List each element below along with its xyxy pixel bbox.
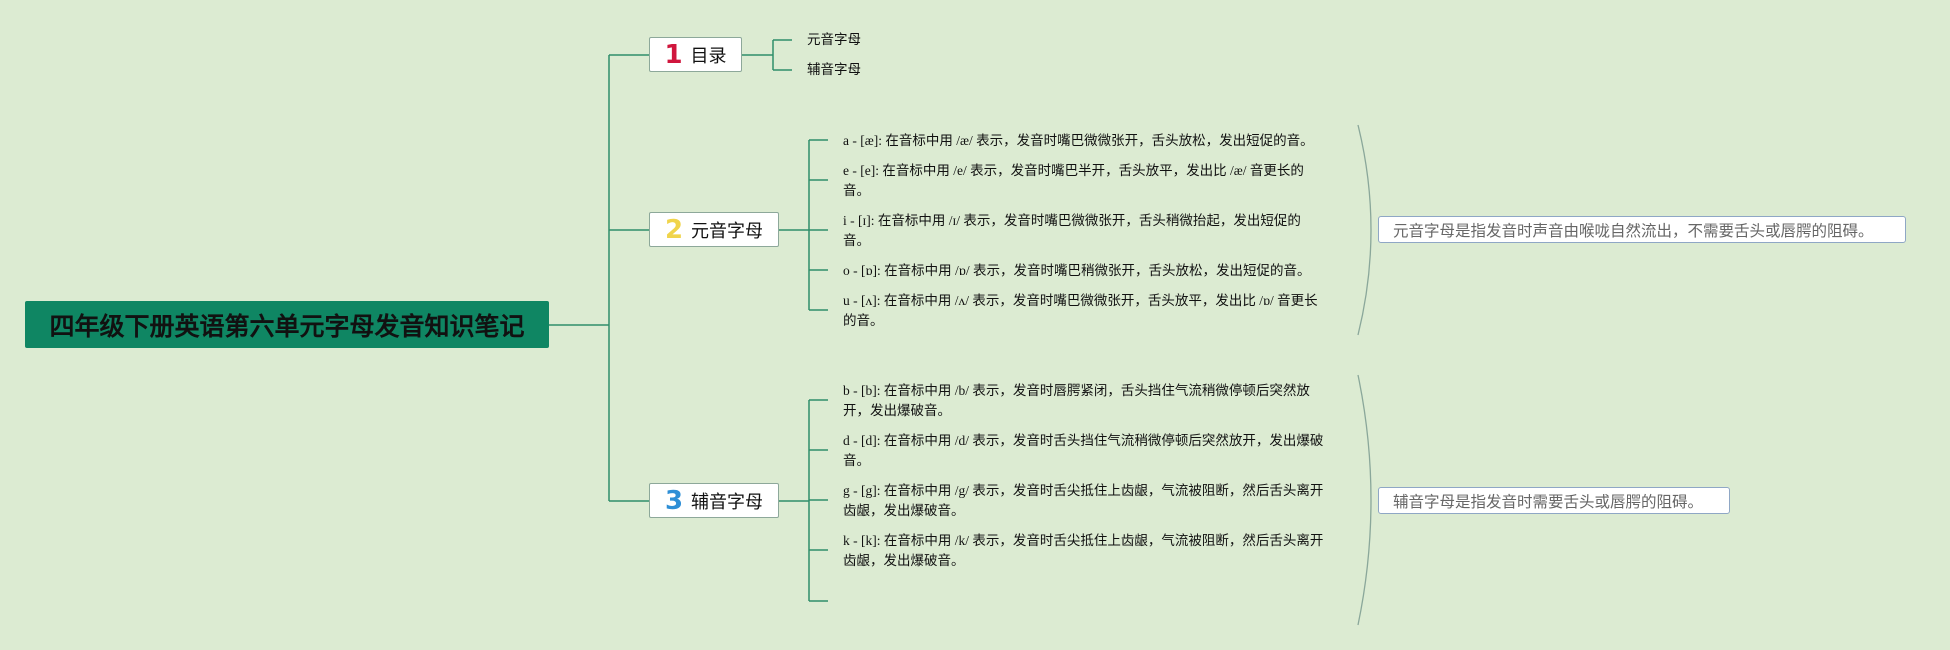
summary-consonants[interactable]: 辅音字母是指发音时需要舌头或唇腭的阻碍。: [1378, 487, 1730, 514]
branch-label: 目录: [690, 45, 727, 66]
summary-brace-vowels: [1357, 124, 1372, 336]
leaf-vowel-i[interactable]: i - [ɪ]: 在音标中用 /ɪ/ 表示，发音时嘴巴微微张开，舌头稍微抬起，发…: [843, 213, 1301, 248]
leaf-consonant-k[interactable]: k - [k]: 在音标中用 /k/ 表示，发音时舌尖抵住上齿龈，气流被阻断，然…: [843, 533, 1324, 568]
summary-vowels[interactable]: 元音字母是指发音时声音由喉咙自然流出，不需要舌头或唇腭的阻碍。: [1378, 216, 1906, 243]
summary-brace-consonants: [1357, 374, 1372, 626]
leaf-vowel-u[interactable]: u - [ʌ]: 在音标中用 /ʌ/ 表示，发音时嘴巴微微张开，舌头放平，发出比…: [843, 293, 1318, 328]
leaf-vowel-e[interactable]: e - [e]: 在音标中用 /e/ 表示，发音时嘴巴半开，舌头放平，发出比 /…: [843, 163, 1304, 198]
leaf-vowel-o[interactable]: o - [ɒ]: 在音标中用 /ɒ/ 表示，发音时嘴巴稍微张开，舌头放松，发出短…: [843, 263, 1311, 278]
leaf-contents-consonants[interactable]: 辅音字母: [807, 62, 861, 77]
leaf-consonant-d[interactable]: d - [d]: 在音标中用 /d/ 表示，发音时舌头挡住气流稍微停顿后突然放开…: [843, 433, 1324, 468]
leaf-contents-vowels[interactable]: 元音字母: [807, 32, 861, 47]
leaf-consonant-b[interactable]: b - [b]: 在音标中用 /b/ 表示，发音时唇腭紧闭，舌头挡住气流稍微停顿…: [843, 383, 1310, 418]
number-1-icon: 1: [664, 39, 683, 70]
branch-consonants[interactable]: 3 辅音字母: [649, 483, 779, 518]
branch-contents[interactable]: 1 目录: [649, 37, 742, 72]
leaf-vowel-a[interactable]: a - [æ]: 在音标中用 /æ/ 表示，发音时嘴巴微微张开，舌头放松，发出短…: [843, 133, 1314, 148]
branch-label: 辅音字母: [691, 491, 764, 512]
leaf-consonant-g[interactable]: g - [g]: 在音标中用 /g/ 表示，发音时舌尖抵住上齿龈，气流被阻断，然…: [843, 483, 1324, 518]
number-3-icon: 3: [664, 485, 684, 516]
branch-label: 元音字母: [691, 220, 764, 241]
branch-vowels[interactable]: 2 元音字母: [649, 212, 779, 247]
number-2-icon: 2: [664, 214, 684, 245]
root-topic[interactable]: 四年级下册英语第六单元字母发音知识笔记: [25, 301, 549, 348]
